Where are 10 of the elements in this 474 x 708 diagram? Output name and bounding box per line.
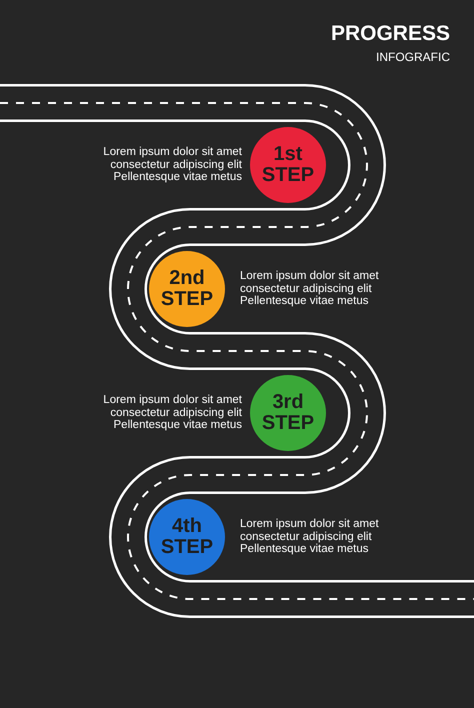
step-description: Lorem ipsum dolor sit amet consectetur adipiscing elit Pellentesque vitae metus: [102, 394, 242, 432]
step-description: Lorem ipsum dolor sit amet consectetur adipiscing elit Pellentesque vitae metus: [240, 270, 380, 308]
step-circle: 1st STEP: [250, 127, 326, 203]
step-circle: 3rd STEP: [250, 375, 326, 451]
step-circle: 2nd STEP: [149, 251, 225, 327]
step-description: Lorem ipsum dolor sit amet consectetur adipiscing elit Pellentesque vitae metus: [240, 518, 380, 556]
step-circle: 4th STEP: [149, 499, 225, 575]
title: PROGRESS: [330, 22, 450, 46]
step-description: Lorem ipsum dolor sit amet consectetur adipiscing elit Pellentesque vitae metus: [102, 146, 242, 184]
subtitle: INFOGRAFIC: [376, 50, 450, 64]
